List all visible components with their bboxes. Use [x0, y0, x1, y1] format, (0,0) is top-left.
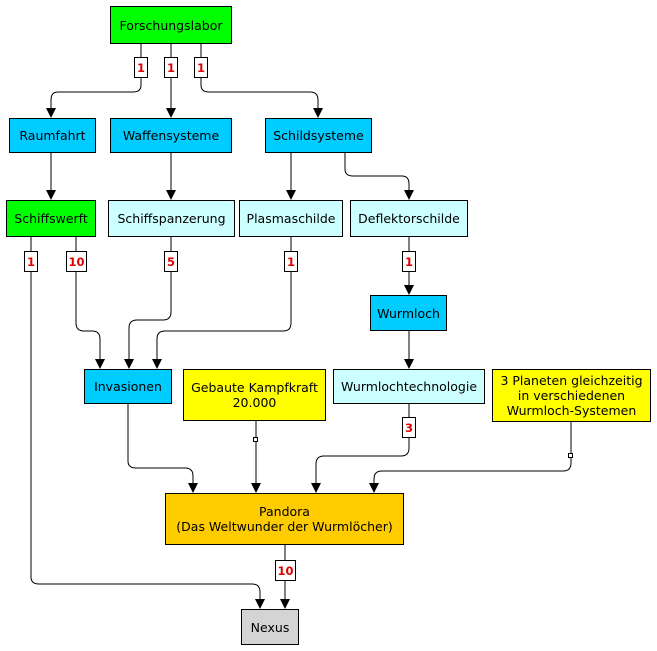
node-invasionen: Invasionen [84, 369, 172, 404]
node-plasmaschilde: Plasmaschilde [239, 200, 343, 237]
node-schildsysteme: Schildsysteme [265, 118, 372, 153]
level-badge: 10 [66, 251, 87, 272]
node-wurmloch: Wurmloch [370, 295, 447, 331]
edge-wurmlochtechnologie-pandora [311, 404, 410, 493]
connector-dot [253, 437, 258, 442]
node-drei-planeten: 3 Planeten gleichzeitig in verschiedenen… [492, 369, 651, 422]
level-badge: 1 [194, 57, 208, 78]
node-pandora: Pandora (Das Weltwunder der Wurmlöcher) [165, 493, 404, 545]
node-gebaute-kampfkraft: Gebaute Kampfkraft 20.000 [183, 369, 326, 421]
connector-dot [568, 453, 573, 458]
edge-drei-planeten-pandora [369, 422, 572, 493]
node-nexus: Nexus [241, 609, 299, 645]
node-waffensysteme: Waffensysteme [110, 118, 232, 153]
level-badge: 1 [164, 57, 178, 78]
edge-invasionen-pandora [127, 404, 198, 493]
edge-forschungslabor-schildsysteme [200, 44, 323, 118]
edge-schiffswerft-nexus [30, 237, 265, 609]
level-badge: 1 [24, 251, 38, 272]
node-schiffswerft: Schiffswerft [6, 200, 96, 237]
level-badge: 1 [134, 57, 148, 78]
node-schiffspanzerung: Schiffspanzerung [108, 200, 235, 237]
edge-forschungslabor-raumfahrt [46, 44, 142, 118]
edge-schildsysteme-deflektorschilde [344, 153, 414, 200]
node-raumfahrt: Raumfahrt [9, 118, 96, 153]
node-deflektorschilde: Deflektorschilde [350, 200, 468, 237]
node-forschungslabor: Forschungslabor [110, 6, 232, 44]
node-wurmlochtechnologie: Wurmlochtechnologie [333, 369, 485, 404]
level-badge: 1 [284, 251, 298, 272]
level-badge: 10 [275, 560, 296, 581]
level-badge: 1 [402, 251, 416, 272]
edge-plasmaschilde-invasionen [152, 237, 292, 369]
level-badge: 5 [164, 251, 178, 272]
edge-schiffswerft-invasionen [75, 237, 105, 369]
edge-schiffspanzerung-invasionen [124, 237, 172, 369]
level-badge: 3 [402, 417, 416, 438]
